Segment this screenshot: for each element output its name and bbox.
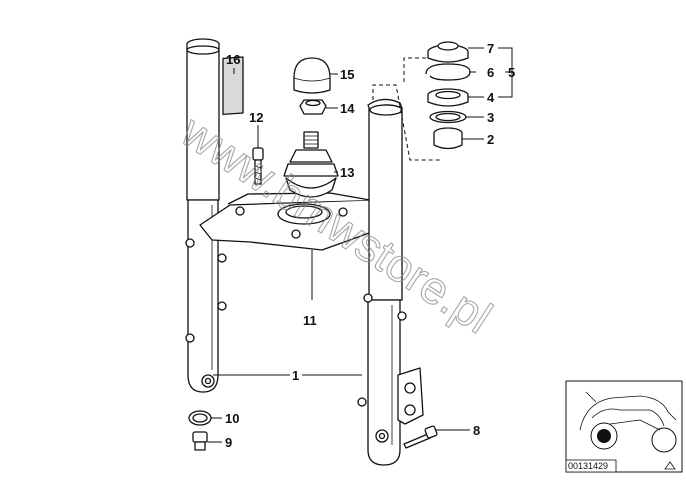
- callout-14: 14: [340, 101, 355, 116]
- ball-joint-part-13: [283, 131, 339, 198]
- callout-11: 11: [303, 313, 317, 328]
- screw-part-9: [192, 431, 208, 451]
- callout-4: 4: [487, 90, 495, 105]
- callout-3: 3: [487, 110, 494, 125]
- callout-10: 10: [225, 411, 239, 426]
- bearing-stack: [425, 41, 471, 150]
- bolt-part-8: [403, 425, 438, 449]
- right-fork-leg: [357, 98, 424, 466]
- sticker-part-16: [222, 56, 244, 116]
- diagram-code: 00131429: [568, 461, 608, 471]
- callout-12: 12: [249, 110, 263, 125]
- left-fork-leg: [185, 38, 227, 393]
- callout-15: 15: [340, 67, 354, 82]
- leader-lines: [207, 47, 513, 443]
- callout-7: 7: [487, 41, 494, 56]
- callout-9: 9: [225, 435, 232, 450]
- callout-6: 6: [487, 65, 494, 80]
- fork-bridge: [199, 192, 373, 251]
- ring-part-10: [188, 410, 212, 426]
- callout-8: 8: [473, 423, 480, 438]
- callout-13: 13: [340, 165, 354, 180]
- callout-1: 1: [292, 368, 299, 383]
- nut-part-14: [299, 99, 327, 115]
- bolt-part-12: [252, 147, 264, 185]
- callout-16: 16: [226, 52, 240, 67]
- callout-2: 2: [487, 132, 494, 147]
- cap-part-15: [293, 57, 331, 94]
- location-thumbnail: 00131429: [565, 380, 683, 473]
- callout-5: 5: [508, 65, 515, 80]
